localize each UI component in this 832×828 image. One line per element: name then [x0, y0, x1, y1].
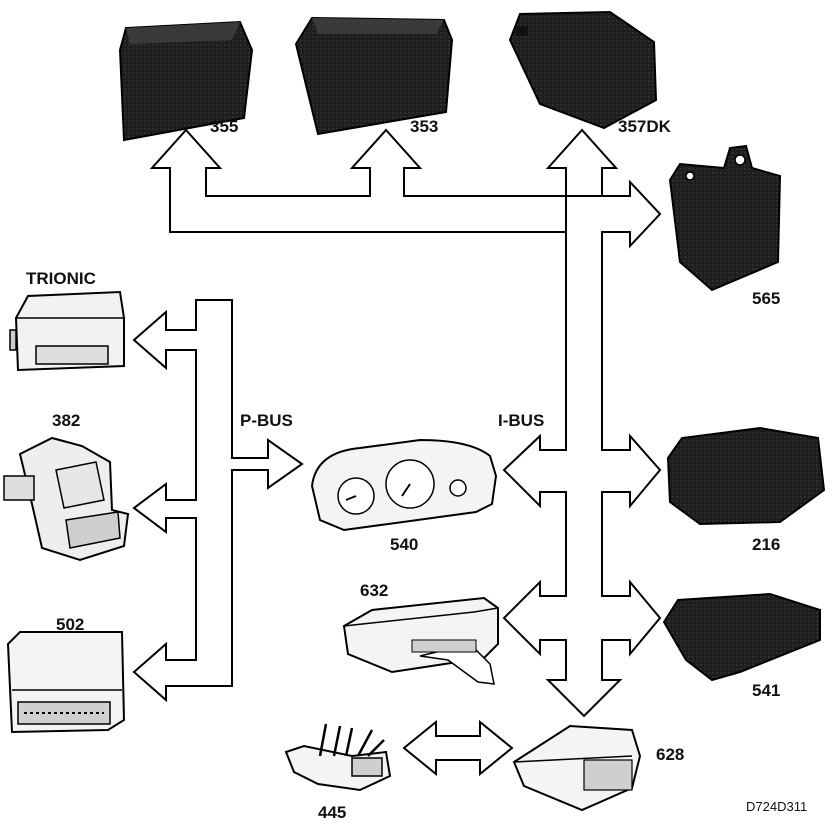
label-541: 541: [752, 681, 781, 700]
module-540: [310, 438, 498, 532]
module-502: [6, 631, 126, 734]
top-bus-arrow: [149, 128, 619, 233]
p-bus-arrow: [132, 299, 304, 703]
label-565: 565: [752, 289, 781, 308]
label-p-bus: P-BUS: [240, 411, 293, 430]
i-bus-arrow: [502, 179, 662, 718]
module-357dk: [508, 10, 658, 130]
module-445: [284, 723, 392, 792]
label-216: 216: [752, 535, 781, 554]
label-i-bus: I-BUS: [498, 411, 545, 430]
figure-reference: D724D311: [746, 799, 808, 814]
label-540: 540: [390, 535, 419, 554]
module-541: [662, 592, 821, 682]
module-628: [512, 724, 642, 812]
label-357dk: 357DK: [618, 117, 671, 136]
module-353: [294, 16, 454, 136]
label-trionic: TRIONIC: [26, 269, 96, 288]
label-353: 353: [410, 117, 439, 136]
label-382: 382: [52, 411, 81, 430]
bus-arrows: [132, 128, 662, 777]
module-382: [3, 436, 130, 562]
module-trionic: [9, 290, 125, 372]
diag-link-arrow: [402, 719, 514, 777]
module-355: [118, 20, 254, 142]
module-565: [668, 144, 782, 292]
label-355: 355: [210, 117, 239, 136]
label-632: 632: [360, 581, 389, 600]
module-216: [666, 426, 826, 526]
module-632: [342, 596, 499, 685]
label-445: 445: [318, 803, 347, 822]
label-502: 502: [56, 615, 85, 634]
label-628: 628: [656, 745, 685, 764]
